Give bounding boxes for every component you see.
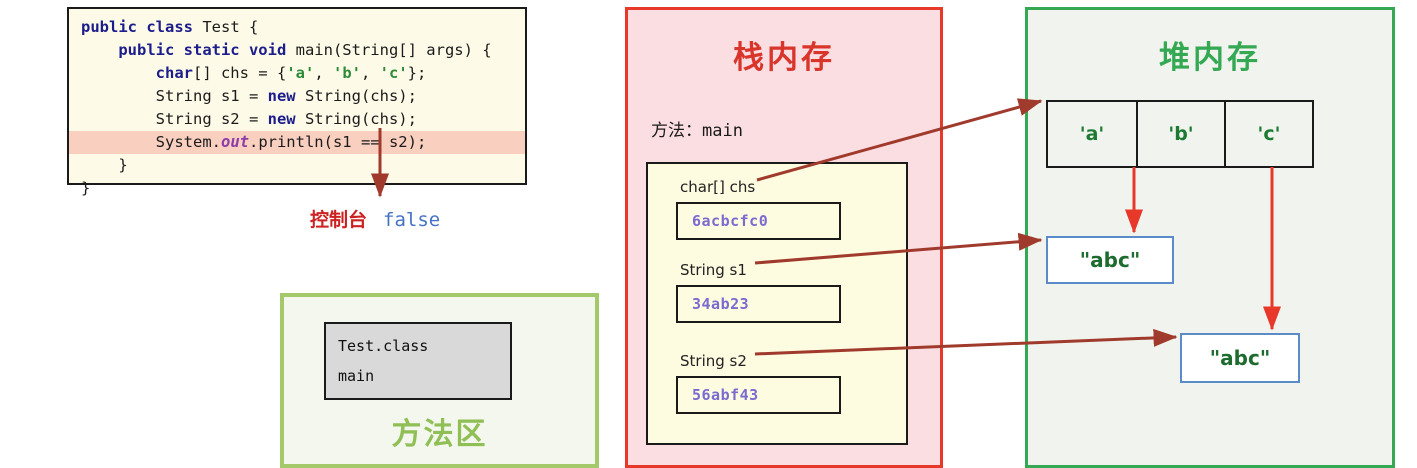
stack-var-label-s1: String s1 xyxy=(680,261,747,279)
code-token: } xyxy=(81,156,128,174)
code-line: char[] chs = {'a', 'b', 'c'}; xyxy=(69,62,525,85)
code-token xyxy=(81,64,156,82)
code-line: System.out.println(s1 == s2); xyxy=(69,131,525,154)
code-token: System. xyxy=(81,133,221,151)
code-token: char xyxy=(155,64,193,82)
heap-char-cell-2: 'c' xyxy=(1224,102,1312,166)
stack-memory-title: 栈内存 xyxy=(733,40,835,76)
code-token: public xyxy=(81,18,147,36)
stack-var-box-s1: 34ab23 xyxy=(676,285,841,323)
heap-string-object-1: "abc" xyxy=(1046,236,1174,284)
console-label: 控制台 xyxy=(310,209,368,231)
code-token: , xyxy=(314,64,333,82)
heap-string-object-2: "abc" xyxy=(1180,333,1300,383)
code-line: } xyxy=(69,154,525,177)
code-line: } xyxy=(69,177,525,200)
code-token: }; xyxy=(407,64,427,82)
code-token: String s1 = xyxy=(81,87,268,105)
code-token: 'c' xyxy=(379,64,408,82)
code-line: String s1 = new String(chs); xyxy=(69,85,525,108)
code-token: public static void xyxy=(118,41,296,59)
code-line: public static void main(String[] args) { xyxy=(69,39,525,62)
code-token: String(chs); xyxy=(304,110,417,128)
stack-var-value-chs: 6acbcfc0 xyxy=(692,212,769,230)
stack-memory-panel: 栈内存 方法：main char[] chs 6acbcfc0 String s… xyxy=(625,7,943,468)
code-token: 'a' xyxy=(286,64,315,82)
code-token: Test { xyxy=(202,18,259,36)
stack-frame-method-label: 方法：main xyxy=(651,121,743,141)
stack-var-box-s2: 56abf43 xyxy=(676,376,841,414)
code-token: .println(s1 == s2); xyxy=(248,133,427,151)
code-line: String s2 = new String(chs); xyxy=(69,108,525,131)
stack-var-box-chs: 6acbcfc0 xyxy=(676,202,841,240)
code-token: , xyxy=(360,64,380,82)
stack-var-value-s1: 34ab23 xyxy=(692,295,750,313)
code-token: main(String[] args) { xyxy=(295,41,492,59)
stack-var-label-chs: char[] chs xyxy=(680,178,756,196)
code-token: class xyxy=(146,18,203,36)
stack-var-label-s2: String s2 xyxy=(680,352,747,370)
heap-char-array: 'a' 'b' 'c' xyxy=(1046,100,1314,168)
code-token: new xyxy=(267,87,305,105)
method-area-class-name: Test.class xyxy=(338,337,429,355)
method-area-title: 方法区 xyxy=(391,417,488,452)
code-token: } xyxy=(81,179,91,197)
stack-frame-box: char[] chs 6acbcfc0 String s1 34ab23 Str… xyxy=(646,162,908,445)
code-token: 'b' xyxy=(332,64,361,82)
heap-memory-title: 堆内存 xyxy=(1159,40,1261,76)
code-token xyxy=(81,41,118,59)
code-block: public class Test { public static void m… xyxy=(67,7,527,197)
code-token: new xyxy=(267,110,305,128)
method-area-panel: Test.class main 方法区 xyxy=(280,293,599,468)
method-area-method-name: main xyxy=(338,367,375,385)
stack-var-value-s2: 56abf43 xyxy=(692,386,759,404)
code-token: String(chs); xyxy=(304,87,417,105)
code-token: String s2 = xyxy=(81,110,268,128)
code-line: public class Test { xyxy=(69,16,525,39)
method-area-class-box: Test.class main xyxy=(324,322,512,400)
code-token: out xyxy=(220,133,249,151)
console-output-row: 控制台 false xyxy=(310,205,440,232)
heap-char-cell-0: 'a' xyxy=(1079,123,1105,145)
code-token: [] chs = { xyxy=(192,64,287,82)
console-value: false xyxy=(383,209,441,231)
heap-char-cell-1: 'b' xyxy=(1136,102,1224,166)
